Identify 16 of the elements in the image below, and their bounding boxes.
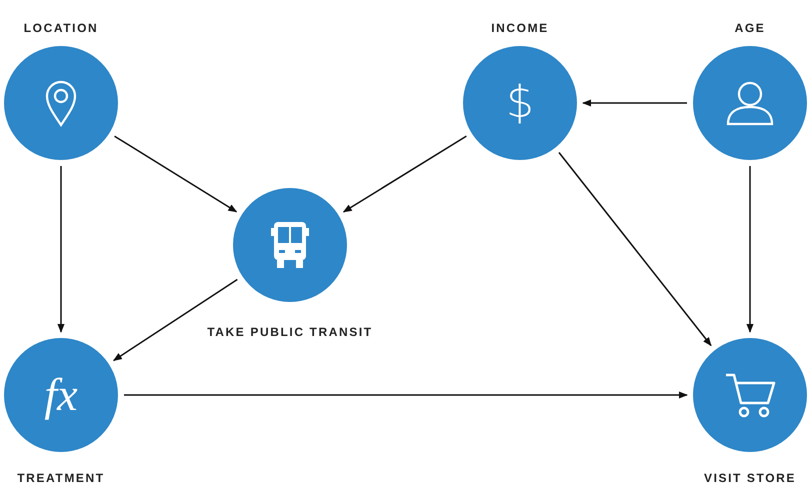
dollar-sign: $	[506, 81, 534, 125]
function-symbol: fx	[44, 372, 78, 418]
node-label: VISIT STORE	[702, 470, 798, 486]
node-label: TREATMENT	[16, 470, 106, 486]
node-label: INCOME	[490, 20, 550, 36]
arrow	[342, 135, 467, 213]
node-label: AGE	[734, 20, 766, 36]
arrow	[114, 136, 238, 212]
arrow	[558, 152, 712, 346]
node-label: LOCATION	[22, 20, 100, 36]
arrow	[746, 166, 754, 333]
arrow	[57, 166, 65, 333]
arrow	[124, 391, 688, 399]
arrow	[112, 278, 238, 362]
node-label: TAKE PUBLIC TRANSIT	[206, 324, 374, 340]
arrow	[582, 99, 687, 107]
